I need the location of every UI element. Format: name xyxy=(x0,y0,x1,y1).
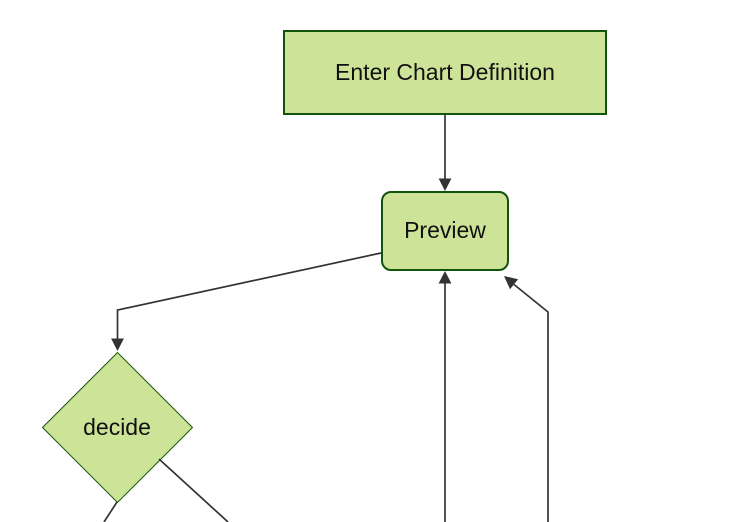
edge-preview-to-decide xyxy=(116,252,382,339)
edge-bottom-right-to-preview xyxy=(513,283,549,522)
arrowhead-bottom-to-preview xyxy=(438,271,452,284)
node-enter-chart-definition: Enter Chart Definition xyxy=(283,30,607,115)
node-decide-label: decide xyxy=(83,413,151,440)
edge-decide-to-offscreen-right xyxy=(158,458,229,522)
arrowhead-bottom-right-to-preview xyxy=(504,276,519,290)
node-decide-label-wrap: decide xyxy=(42,404,192,450)
node-preview: Preview xyxy=(381,191,509,271)
node-preview-label: Preview xyxy=(404,217,486,244)
edge-decide-to-offscreen-left xyxy=(103,501,118,522)
arrowhead-preview-to-decide xyxy=(111,338,124,351)
arrowhead-enter-to-preview xyxy=(438,178,452,191)
node-enter-chart-definition-label: Enter Chart Definition xyxy=(335,58,555,85)
